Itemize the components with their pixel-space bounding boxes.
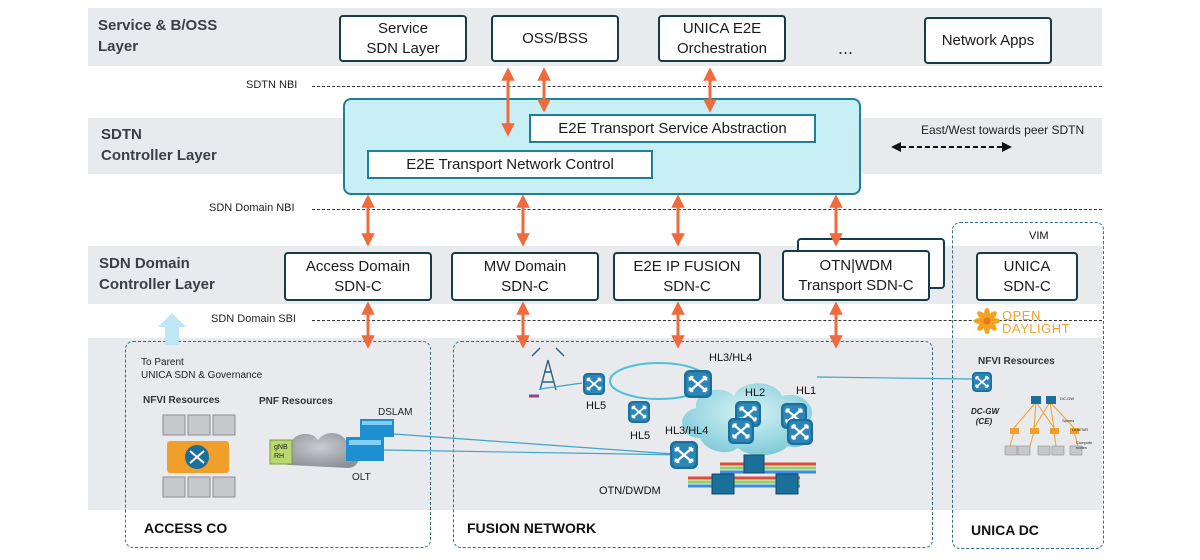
fusion-network-zone: [453, 341, 933, 548]
hl5-label-a: HL5: [586, 400, 607, 412]
pnf-resources-label: PNF Resources: [259, 396, 333, 407]
nfvi-servers-access: [162, 414, 236, 498]
dc-gw-small-label: DC-GW: [1060, 396, 1074, 401]
hl5-label-b: HL5: [630, 430, 651, 442]
unica-dc-zone: [952, 222, 1104, 549]
dc-gw-router-icon: [971, 372, 993, 392]
dc-fabric-diagram: [1009, 401, 1079, 447]
sdn-domain-nbi-line: [312, 209, 1102, 210]
hl5-router-2-icon: [628, 401, 650, 423]
access-co-zone: [125, 341, 431, 548]
east-west-label: East/West towards peer SDTN: [921, 123, 1085, 137]
sdtn-nbi-label: SDTN NBI: [246, 79, 298, 91]
gnb-rh-box: [269, 439, 293, 465]
hl2-label: HL2: [745, 387, 766, 399]
vim-label: VIM: [1029, 230, 1049, 242]
olt-label: OLT: [352, 472, 371, 483]
up-arrow-icon: [158, 313, 186, 345]
hl3-hl4-top-label: HL3/HL4: [709, 352, 753, 364]
olt-icon: [346, 437, 384, 461]
radio-tower-icon: [531, 347, 565, 391]
hl3-hl4-bottom-label: HL3/HL4: [665, 425, 709, 437]
access-co-title: ACCESS CO: [144, 520, 228, 536]
e2e-transport-network-control-box[interactable]: E2E Transport Network Control: [367, 150, 653, 179]
infrastructure-band: [88, 338, 1102, 510]
access-cloud: [281, 433, 359, 468]
unica-dc-title: UNICA DC: [971, 522, 1039, 538]
oss-bss-box[interactable]: OSS/BSS: [491, 15, 619, 62]
e2e-transport-service-abstraction-box[interactable]: E2E Transport Service Abstraction: [529, 114, 816, 143]
hl3-hl4-router-bottom-icon: [670, 441, 698, 469]
hl3-hl4-router-top-icon: [684, 370, 712, 398]
sdn-domain-sbi-line: [312, 320, 1102, 321]
sdn-domain-sbi-label: SDN Domain SBI: [211, 313, 296, 325]
opendaylight-logo-icon: [974, 308, 1000, 334]
dslam-icon: [360, 419, 394, 437]
hl2-router-2-icon: [726, 418, 756, 444]
access-nfvi-label: NFVI Resources: [143, 395, 220, 406]
dc-gw-ce-label: DC-GW(CE): [971, 407, 999, 426]
hl5-router-1-icon: [583, 373, 605, 395]
fusion-network-title: FUSION NETWORK: [467, 520, 597, 536]
sdn-domain-nbi-label: SDN Domain NBI: [209, 202, 295, 214]
otn-dwdm-label: OTN/DWDM: [599, 485, 661, 497]
dslam-label: DSLAM: [378, 407, 413, 418]
network-apps-box[interactable]: Network Apps: [924, 17, 1052, 64]
hl1-router-2-icon: [785, 419, 815, 445]
unica-nfvi-label: NFVI Resources: [978, 356, 1055, 367]
more-services-ellipsis: ...: [838, 38, 854, 58]
hl1-label: HL1: [796, 385, 817, 397]
otn-dwdm-rings: [688, 454, 816, 495]
leaf-tor-label: Leaf/ToR: [1072, 427, 1089, 432]
spines-label: Spines: [1062, 418, 1075, 423]
